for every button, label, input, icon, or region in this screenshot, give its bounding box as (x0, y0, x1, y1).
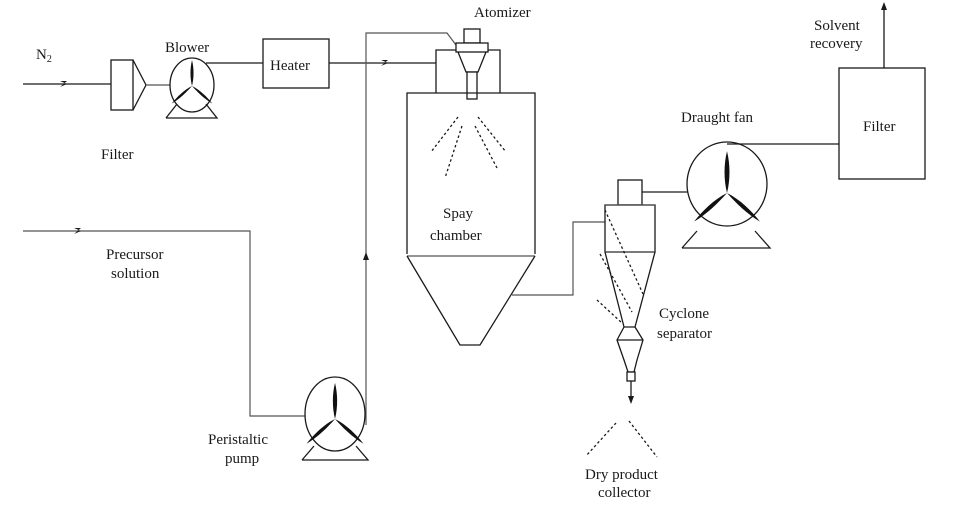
outlet-filter-label: Filter (863, 119, 896, 135)
collector-label-2: collector (598, 485, 650, 501)
spray-chamber-label-1: Spay (443, 206, 474, 222)
n2-label: N2 (36, 47, 52, 65)
precursor-label-1: Precursor (106, 247, 163, 263)
n2-inlet-line (23, 81, 111, 87)
inlet-filter-label: Filter (101, 147, 134, 163)
peristaltic-pump (301, 376, 370, 461)
flow-arrow-icon (881, 2, 887, 10)
peristaltic-label-1: Peristaltic (208, 432, 268, 448)
flow-arrow-icon (363, 252, 369, 260)
chamber-to-cyclone-line (512, 221, 605, 296)
cyclone-label-2: separator (657, 326, 712, 342)
blower (165, 57, 219, 119)
blower-fan-icon (171, 60, 213, 104)
draught-fan (681, 141, 772, 249)
atomizer-label: Atomizer (474, 5, 531, 21)
atomizer (455, 28, 489, 100)
flow-arrow-icon (74, 228, 81, 234)
precursor-line (23, 228, 305, 417)
feed-line (365, 32, 457, 425)
cyclone-separator (596, 179, 688, 404)
precursor-label-2: solution (111, 266, 160, 282)
spray-chamber (406, 92, 536, 346)
solvent-label-1: Solvent (814, 18, 861, 34)
heater-box (262, 38, 330, 89)
spray-chamber-label-2: chamber (430, 228, 482, 244)
solvent-label-2: recovery (810, 36, 863, 52)
inlet-filter (110, 59, 170, 111)
cyclone-label-1: Cyclone (659, 306, 709, 322)
outlet-filter-box (838, 67, 926, 180)
draught-fan-icon (694, 151, 760, 222)
flow-arrow-icon (381, 60, 388, 66)
dry-product-collector (585, 420, 658, 458)
spray-pattern (430, 116, 507, 179)
flow-arrow-icon (628, 396, 634, 404)
heater-label: Heater (270, 58, 310, 74)
draught-fan-label: Draught fan (681, 110, 754, 126)
peristaltic-pump-icon (306, 382, 364, 444)
blower-label: Blower (165, 40, 209, 56)
flow-arrow-icon (60, 81, 67, 87)
collector-label-1: Dry product (585, 467, 659, 483)
peristaltic-label-2: pump (225, 451, 259, 467)
